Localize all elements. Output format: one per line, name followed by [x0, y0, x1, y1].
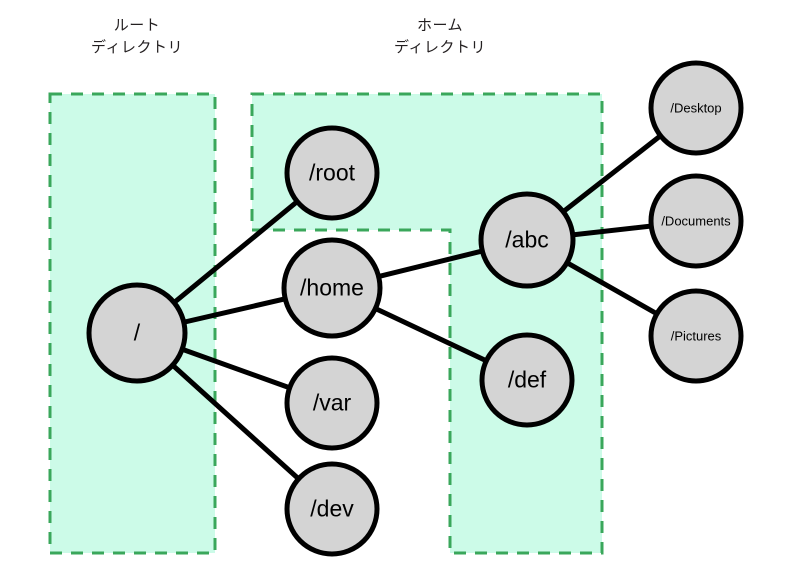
root-directory-region-label: ルート ディレクトリ [91, 17, 183, 56]
node-def[interactable] [479, 332, 575, 428]
node-pictures[interactable] [648, 288, 744, 384]
home-directory-region-label: ホーム ディレクトリ [394, 17, 486, 56]
node-dev[interactable] [284, 461, 380, 557]
node-abc[interactable] [478, 191, 576, 289]
node-documents[interactable] [648, 173, 744, 269]
node-desktop[interactable] [648, 60, 744, 156]
node-root[interactable] [86, 282, 188, 384]
node-var[interactable] [284, 355, 380, 451]
node-home[interactable] [281, 237, 383, 339]
nodes-layer [86, 60, 744, 557]
node-root-dir[interactable] [284, 125, 380, 221]
